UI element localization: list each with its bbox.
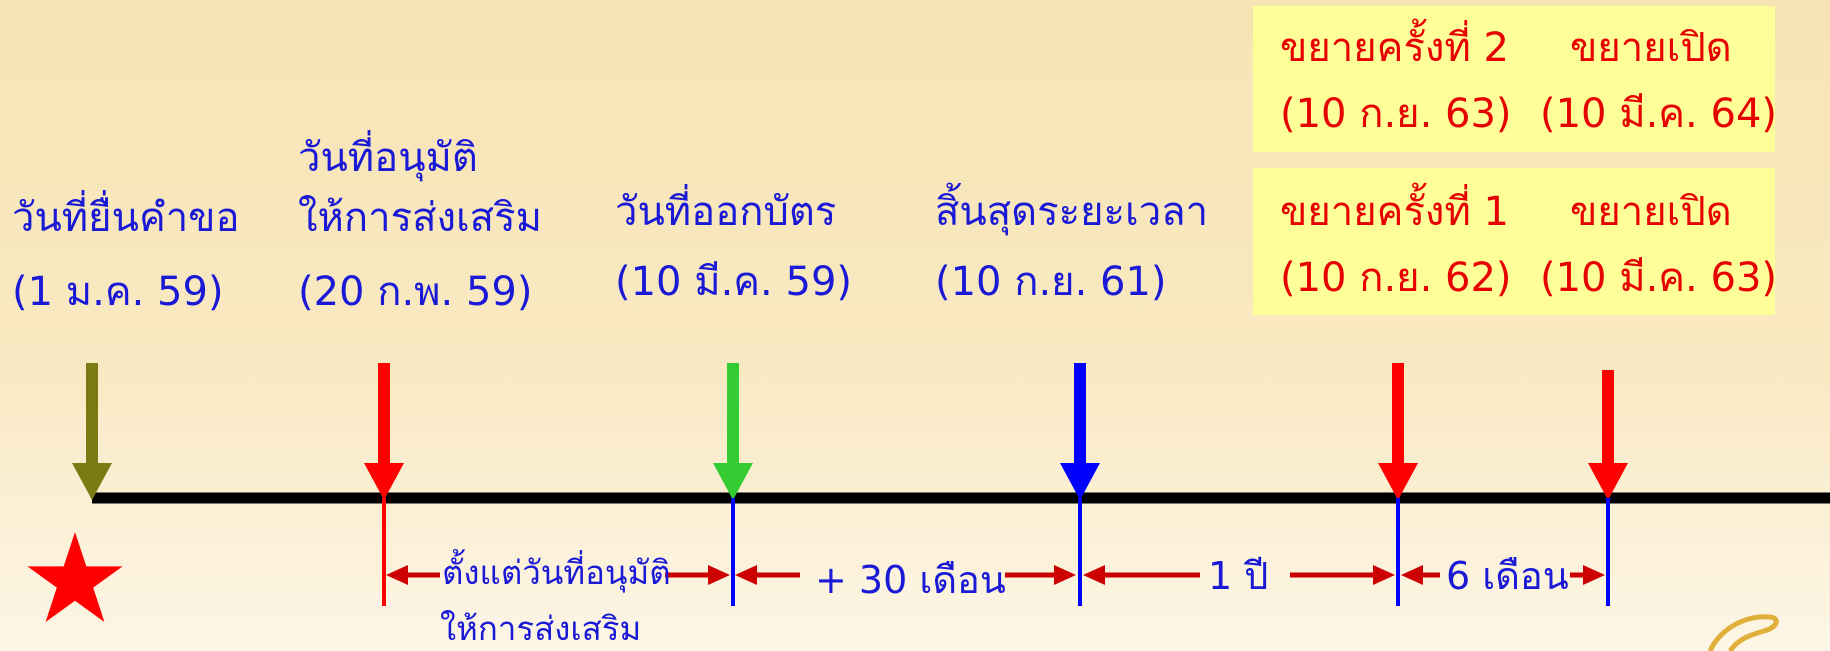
arrow-card — [713, 363, 753, 500]
tick-approve — [382, 498, 386, 606]
extension-2-open-label: ขยายเปิด — [1570, 25, 1732, 71]
arrow-extension-1 — [1378, 363, 1418, 500]
tick-open-1 — [1606, 498, 1610, 606]
logo-mark — [1707, 614, 1779, 651]
extension-2-panel — [1253, 6, 1775, 152]
tick-end — [1078, 498, 1082, 606]
span-30-months: + 30 เดือน — [815, 558, 1006, 602]
event-end-label: สิ้นสุดระยะเวลา — [935, 189, 1209, 235]
span-approval-line1: ตั้งแต่วันที่อนุมัติ — [442, 553, 671, 592]
star-icon — [27, 532, 123, 622]
extension-1-open-date: (10 มี.ค. 63) — [1540, 255, 1777, 301]
span-6-months: 6 เดือน — [1446, 554, 1569, 598]
arrow-open-1 — [1588, 370, 1628, 500]
extension-1-open-label: ขยายเปิด — [1570, 189, 1732, 235]
span-arrows — [386, 565, 1605, 585]
event-approve-label-2: ให้การส่งเสริม — [298, 195, 542, 241]
extension-1-panel — [1253, 168, 1775, 315]
extension-2-open-date: (10 มี.ค. 64) — [1540, 91, 1777, 137]
event-approve-date: (20 ก.พ. 59) — [298, 269, 533, 315]
event-card-date: (10 มี.ค. 59) — [615, 259, 852, 305]
event-card-label: วันที่ออกบัตร — [615, 189, 837, 235]
arrow-submit — [72, 363, 112, 500]
event-submit-date: (1 ม.ค. 59) — [12, 269, 224, 315]
event-submit-label: วันที่ยื่นคำขอ — [12, 195, 240, 241]
event-approve-label: วันที่อนุมัติ — [298, 135, 478, 181]
extension-1-date: (10 ก.ย. 62) — [1280, 255, 1512, 301]
extension-1-label: ขยายครั้งที่ 1 — [1280, 189, 1509, 235]
tick-card — [731, 498, 735, 606]
event-end-date: (10 ก.ย. 61) — [935, 259, 1167, 305]
extension-2-date: (10 ก.ย. 63) — [1280, 91, 1512, 137]
extension-2-label: ขยายครั้งที่ 2 — [1280, 25, 1509, 71]
arrow-end — [1060, 363, 1100, 500]
arrow-approve — [364, 363, 404, 500]
span-approval-line2: ให้การส่งเสริม — [440, 609, 642, 648]
span-1-year: 1 ปี — [1208, 554, 1269, 598]
tick-extension-1 — [1396, 498, 1400, 606]
